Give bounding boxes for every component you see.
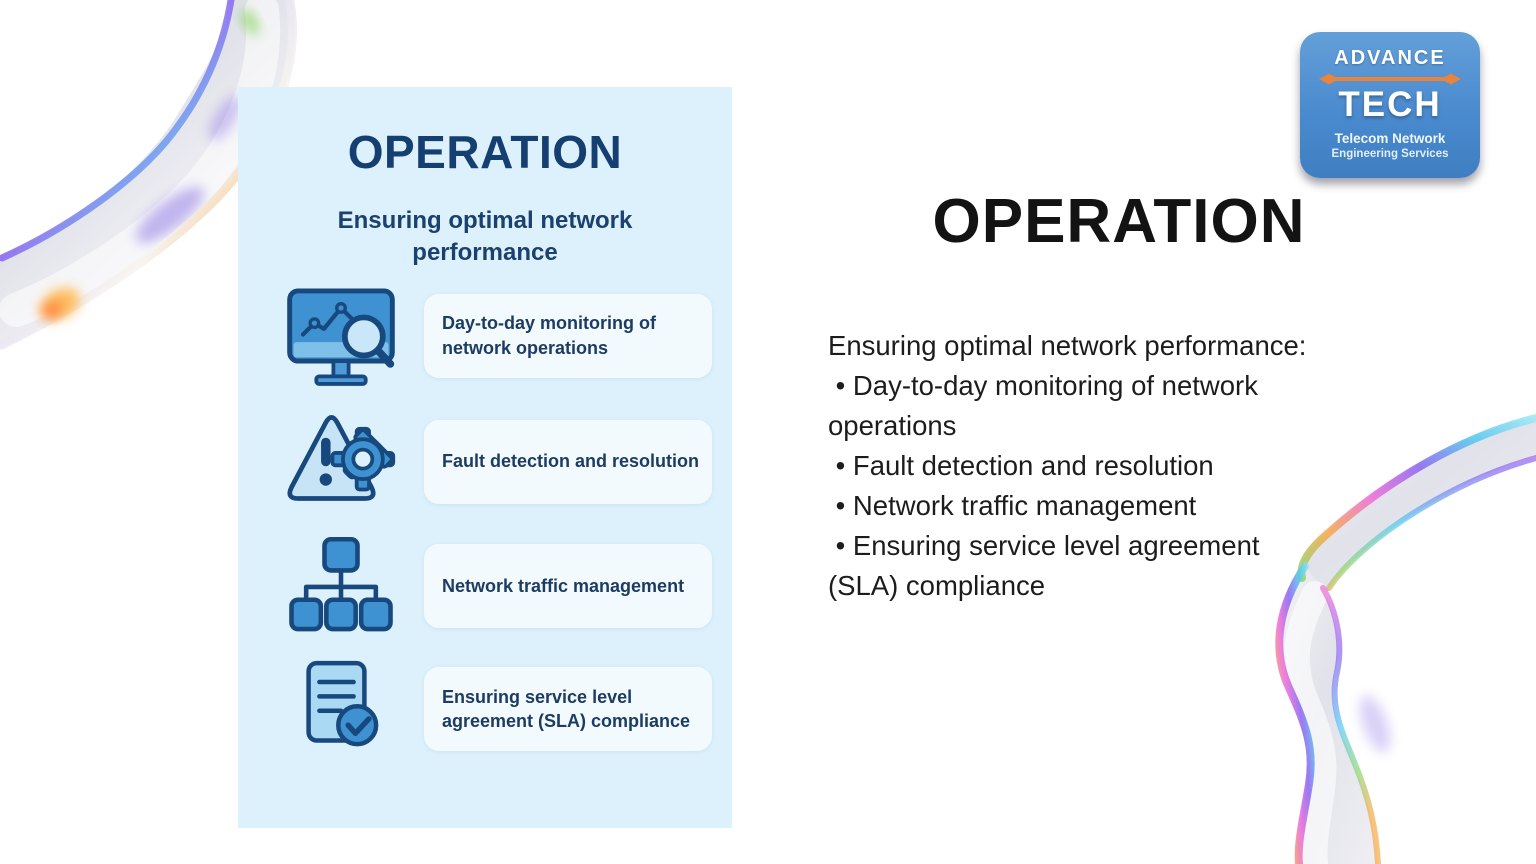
summary-line: • Day-to-day monitoring of network	[828, 370, 1258, 401]
summary-line: • Fault detection and resolution	[828, 450, 1214, 481]
list-item: Day-to-day monitoring of network operati…	[282, 283, 712, 388]
summary-line: • Ensuring service level agreement	[828, 530, 1260, 561]
item-label: Day-to-day monitoring of network operati…	[442, 313, 656, 358]
summary-line: • Network traffic management	[828, 490, 1197, 521]
summary-line: (SLA) compliance	[828, 570, 1046, 601]
list-item: Network traffic management	[282, 535, 712, 637]
item-box: Fault detection and resolution	[424, 419, 712, 504]
list-item: Fault detection and resolution	[282, 409, 712, 514]
document-check-icon	[282, 659, 400, 759]
summary-line: operations	[828, 410, 957, 441]
logo-divider-icon	[1319, 73, 1461, 85]
monitor-chart-icon	[282, 283, 400, 388]
advance-tech-logo: ADVANCE TECH Telecom Network Engineering…	[1300, 32, 1480, 178]
item-box: Day-to-day monitoring of network operati…	[424, 293, 712, 378]
logo-subtitle: Telecom Network	[1334, 131, 1446, 146]
item-label: Network traffic management	[442, 575, 685, 596]
card-subtitle: Ensuring optimal network performance	[337, 207, 633, 266]
warning-gear-icon	[282, 409, 400, 514]
logo-tech-text: TECH	[1338, 85, 1442, 124]
logo-subtitle: Engineering Services	[1331, 148, 1449, 160]
item-box: Network traffic management	[424, 544, 712, 628]
operation-info-card: OPERATION Ensuring optimal network perfo…	[238, 87, 732, 828]
summary-line: Ensuring optimal network performance:	[828, 330, 1307, 361]
item-box: Ensuring service level agreement (SLA) c…	[424, 667, 712, 751]
item-label: Fault detection and resolution	[442, 451, 700, 472]
operation-summary-text: Ensuring optimal network performance: • …	[828, 326, 1373, 606]
network-hierarchy-icon	[282, 535, 400, 637]
iridescent-ribbon-bottom-right	[1275, 414, 1536, 864]
page-title: OPERATION	[932, 187, 1306, 256]
card-title: OPERATION	[347, 126, 623, 178]
list-item: Ensuring service level agreement (SLA) c…	[282, 659, 712, 759]
item-label: Ensuring service level agreement (SLA) c…	[442, 686, 691, 731]
logo-advance-text: ADVANCE	[1334, 47, 1446, 69]
iridescent-ribbon-top-left	[0, 0, 297, 350]
